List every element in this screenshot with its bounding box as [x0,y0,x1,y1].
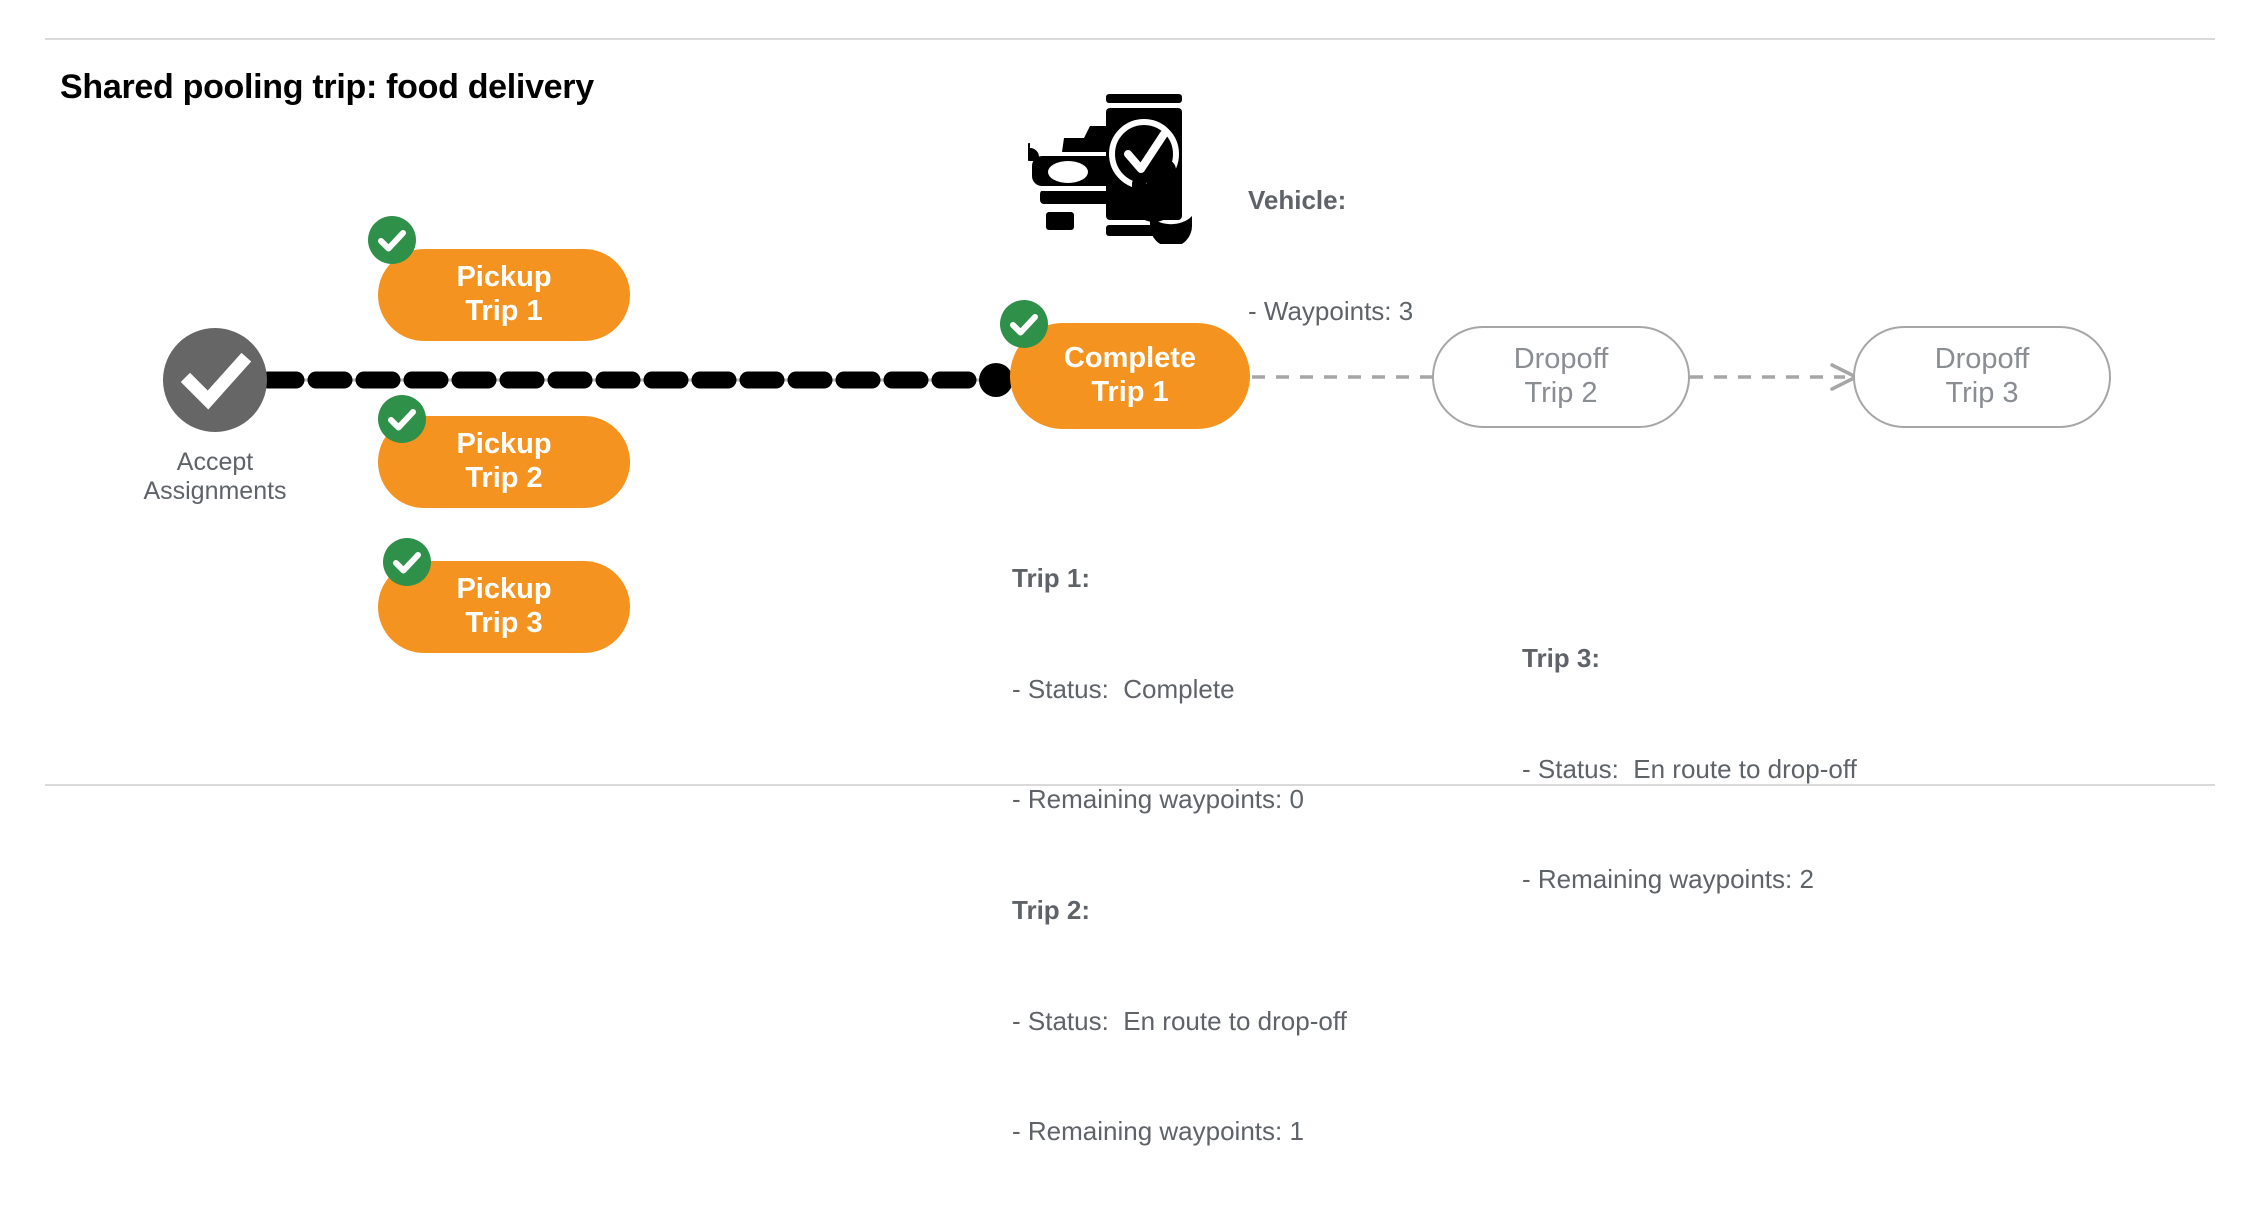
trip1-remaining-waypoints: - Remaining waypoints: 0 [1012,784,1304,815]
route-junction-dot [979,363,1013,397]
accept-assignments-node[interactable]: Accept Assignments [143,328,287,506]
vehicle-info-panel: Vehicle: - Waypoints: 3 [1248,108,1413,403]
trip3-status: - Status: En route to drop-off [1522,753,1857,784]
dropoff-trip-3-line1: Dropoff [1934,343,2030,376]
page-title: Shared pooling trip: food delivery [60,68,594,106]
dropoff-trip-3-node[interactable]: Dropoff Trip 3 [1853,326,2111,428]
trip1-heading: Trip 1: [1012,562,1091,593]
pickup-trip-3-check-icon [383,538,431,586]
trip3-heading: Trip 3: [1522,642,1601,673]
complete-trip-1-check-icon [1000,300,1048,348]
dropoff-trip-3-line2: Trip 3 [1945,377,2019,409]
vehicle-info-waypoints: - Waypoints: 3 [1248,295,1414,326]
trip2-remaining-waypoints: - Remaining waypoints: 1 [1012,1116,1304,1147]
flow-connectors [259,363,1858,391]
trip3-remaining-waypoints: - Remaining waypoints: 2 [1522,864,1814,895]
bottom-divider [45,784,2215,786]
pickup-trip-1-line2: Trip 1 [465,295,543,327]
trip1-status: - Status: Complete [1012,673,1235,704]
pickup-trip-1-line1: Pickup [456,261,552,294]
pickup-trip-1-node[interactable]: Pickup Trip 1 [378,249,630,341]
trip-details-left-panel: Trip 1: - Status: Complete - Remaining w… [1012,486,1347,1224]
pickup-trip-3-line2: Trip 3 [465,607,543,639]
trip2-status: - Status: En route to drop-off [1012,1005,1347,1036]
accept-label-line2: Assignments [143,476,287,505]
pickup-trip-1-check-icon [368,216,416,264]
dropoff-trip-2-node[interactable]: Dropoff Trip 2 [1432,326,1690,428]
vehicle-info-heading: Vehicle: [1248,184,1347,215]
pickup-trip-2-line2: Trip 2 [465,462,543,494]
dropoff-trip-2-line2: Trip 2 [1524,377,1598,409]
pickup-trip-2-check-icon [378,395,426,443]
complete-trip-1-line1: Complete [1063,342,1197,375]
dropoff-trip-2-line1: Dropoff [1513,343,1609,376]
diagram-canvas: Shared pooling trip: food delivery Accep… [45,38,2215,1146]
pickup-trip-2-line1: Pickup [456,428,552,461]
complete-trip-1-node[interactable]: Complete Trip 1 [1010,323,1250,429]
trip2-heading: Trip 2: [1012,894,1091,925]
accept-assignments-label: Accept Assignments [139,448,291,506]
complete-trip-1-line2: Trip 1 [1091,376,1169,408]
vehicle-phone-check-icon [1021,86,1210,249]
pickup-trip-3-line1: Pickup [456,573,552,606]
accept-label-line1: Accept [176,448,254,476]
top-divider [45,38,2215,40]
trip-details-right-panel: Trip 3: - Status: En route to drop-off -… [1522,566,1857,972]
check-circle-icon [163,328,267,432]
